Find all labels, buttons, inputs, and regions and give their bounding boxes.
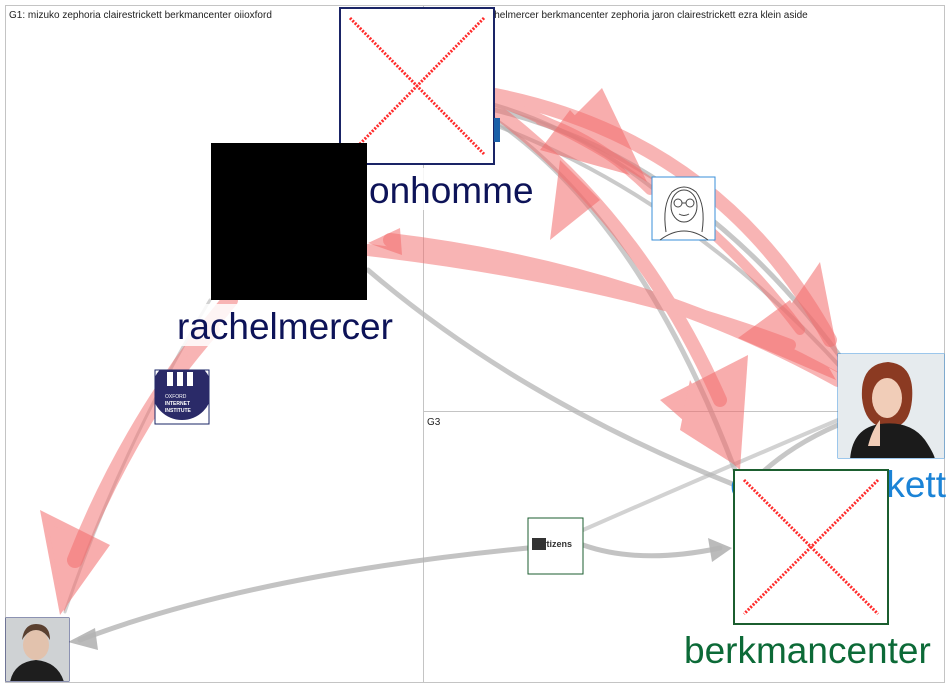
arrowhead-red-claire-2 — [738, 300, 836, 380]
edge-red-top-to-berkman — [488, 103, 727, 407]
arrowhead-red-top-1 — [560, 88, 647, 182]
certizens-logo-mark — [532, 538, 546, 550]
broken-image-x-icon-berkman-overlay-2 — [742, 478, 880, 616]
label-bg-berkmancenter — [682, 628, 944, 670]
edge-gray-certizens-to-bottomleft — [77, 545, 531, 643]
oii-logo-bar-2 — [177, 372, 183, 386]
sketch-face-frame — [651, 176, 716, 241]
node-oii[interactable]: OXFORD INTERNET INSTITUTE — [152, 360, 212, 425]
node-certizens[interactable]: certizens — [527, 517, 584, 575]
node-small-blue-tab — [494, 118, 500, 142]
oii-logo-line-1: OXFORD — [165, 394, 187, 400]
label-bg-rachelmercer — [176, 304, 406, 346]
node-berkmancenter-overlay — [733, 469, 889, 625]
arrowhead-red-claire-1 — [770, 262, 842, 375]
arrowhead-gray-certizens-berkman — [708, 538, 732, 562]
oii-logo-bar-3 — [187, 372, 193, 386]
arrowhead-red-rachel — [368, 228, 402, 255]
edge-red-oii-to-bottomleft — [67, 325, 220, 565]
edge-gray-certizens-to-claire — [581, 418, 840, 532]
label-bg-bonhomme — [367, 168, 539, 210]
arrowhead-red-sketch-in — [550, 160, 600, 240]
sketch-face-icon — [659, 186, 709, 241]
group-labels: G1: mizuko zephoria clairestrickett berk… — [9, 10, 808, 428]
red-arrowheads — [40, 88, 842, 615]
arrowhead-gray-bottomleft — [68, 628, 98, 650]
broken-image-x-icon-2 — [348, 16, 486, 156]
oii-logo-line-3: INSTITUTE — [165, 408, 191, 414]
oii-logo-bar-1 — [167, 372, 173, 386]
edge-gray-rachel-to-berkman — [365, 267, 738, 488]
arrowhead-red-bottomleft-2 — [48, 525, 100, 612]
group-label-g1: G1: mizuko zephoria clairestrickett berk… — [9, 10, 272, 21]
certizens-logo-text: certizens — [533, 539, 572, 549]
claire-avatar-icon — [838, 354, 944, 458]
node-clairestrickett[interactable] — [837, 353, 945, 460]
node-bottom-left[interactable] — [5, 617, 70, 682]
label-bonhomme: onhomme — [369, 170, 534, 211]
label-rachelmercer: rachelmercer — [177, 306, 393, 347]
arrowhead-red-top-2 — [540, 110, 630, 175]
oii-logo-line-2: INTERNET — [165, 401, 190, 407]
edge-gray-certizens-to-berkman — [580, 542, 723, 559]
node-broken-top[interactable] — [339, 7, 500, 165]
edge-red-rachel-to-claire — [362, 244, 796, 351]
bottom-left-avatar-icon — [6, 618, 69, 681]
group-label-g2: G2: mizuko rachelmercer berkmancenter ze… — [427, 10, 808, 21]
node-rachelmercer[interactable] — [211, 143, 367, 300]
rachelmercer-square — [211, 143, 367, 300]
group-label-g3: G3 — [427, 417, 441, 428]
label-berkmancenter: berkmancenter — [684, 630, 931, 671]
arrowhead-red-berkman-2 — [680, 380, 735, 465]
node-sketch-face[interactable] — [651, 176, 716, 241]
